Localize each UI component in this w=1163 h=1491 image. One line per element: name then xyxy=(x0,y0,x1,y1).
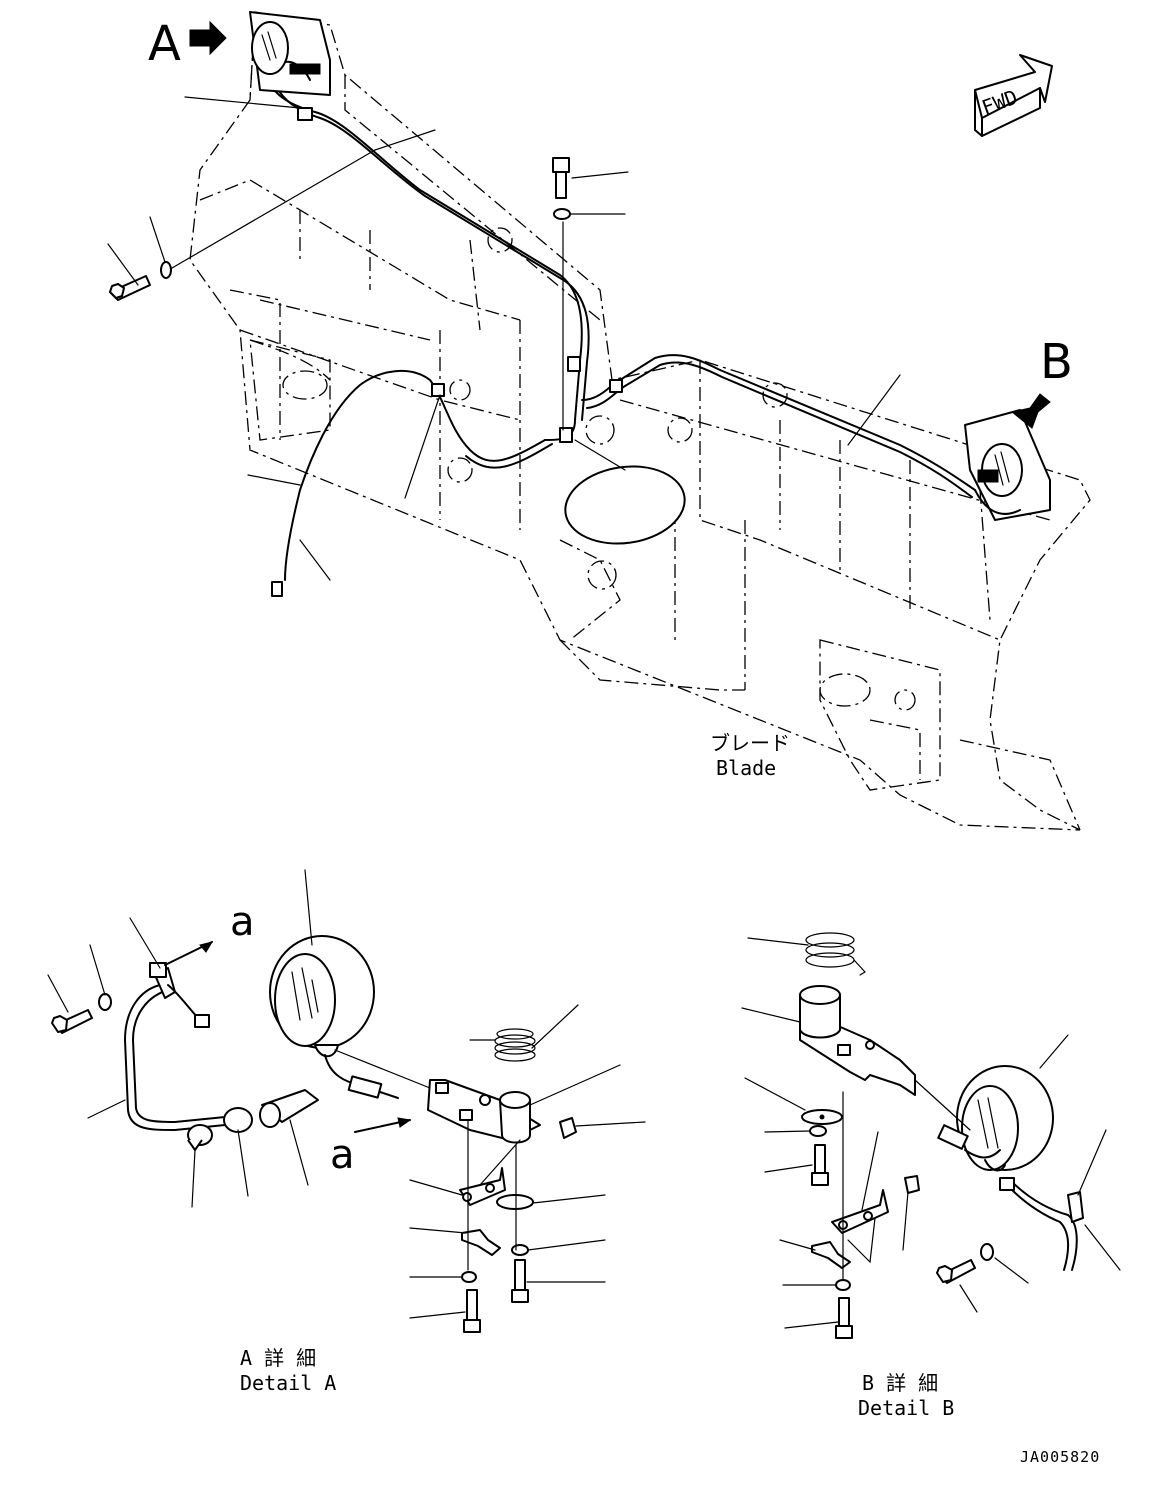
work-lamp-a-mounted xyxy=(249,11,331,96)
view-b-label: B xyxy=(1040,334,1073,390)
detail-b-work-lamp xyxy=(956,1065,1054,1172)
work-lamp-b-mounted xyxy=(964,409,1051,521)
detail-b-bracket xyxy=(799,985,916,1096)
blade-label-en: Blade xyxy=(716,756,776,780)
detail-b-title-jp: B 詳 細 xyxy=(862,1371,938,1395)
detail-a-spring xyxy=(469,1028,536,1062)
washer-main-top xyxy=(553,208,571,220)
wiring-harness-main xyxy=(264,69,976,597)
washer-main-left xyxy=(160,261,172,279)
view-a-label: A xyxy=(148,16,181,72)
detail-b-group xyxy=(741,932,1121,1339)
detail-a-bracket xyxy=(427,1079,541,1144)
view-arrow-a xyxy=(189,20,227,56)
blade-assembly xyxy=(189,11,1091,831)
bolt-main-left xyxy=(109,275,151,301)
detail-b-title-en: Detail B xyxy=(858,1396,954,1420)
bolt-main-top xyxy=(552,157,570,199)
detail-b-spring xyxy=(805,932,866,976)
detail-a-title-en: Detail A xyxy=(240,1371,336,1395)
detail-a-arrow-label: a xyxy=(230,899,255,945)
blade-label-jp: ブレード xyxy=(710,731,790,755)
detail-a-arrow-label-2: a xyxy=(330,1132,355,1178)
drawing-number: JA005820 xyxy=(1020,1448,1100,1466)
detail-a-group xyxy=(47,869,646,1333)
detail-a-work-lamp xyxy=(269,935,375,1058)
fwd-direction-sign: FWD xyxy=(974,54,1053,137)
leader-lines-main xyxy=(107,96,901,581)
detail-a-title-jp: A 詳 細 xyxy=(240,1346,316,1370)
view-arrow-b xyxy=(1010,393,1051,429)
